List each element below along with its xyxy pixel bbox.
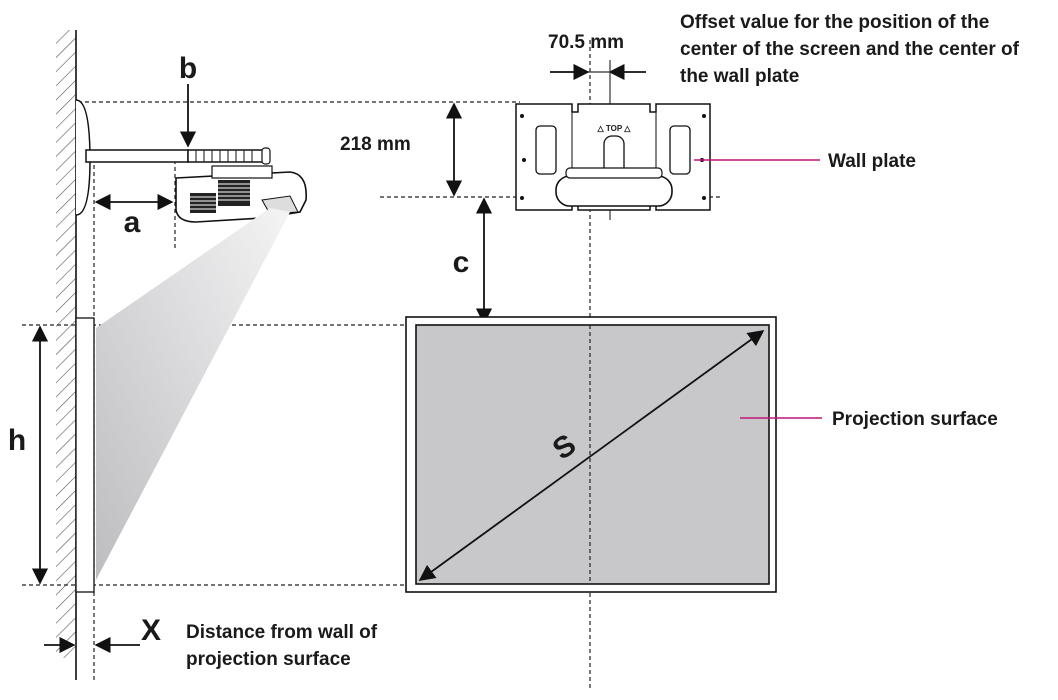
label-a: a xyxy=(124,206,141,239)
wall xyxy=(56,30,77,680)
distance-note-line1: Distance from wall of xyxy=(186,622,378,643)
offset-note-line1: Offset value for the position of the xyxy=(680,12,989,33)
dimension-arrows xyxy=(31,60,646,654)
offset-note-line2: center of the screen and the center of xyxy=(680,39,1020,60)
label-218mm: 218 mm xyxy=(340,134,411,155)
plate-top-mark: △ TOP △ xyxy=(597,124,632,133)
label-70-5mm: 70.5 mm xyxy=(548,32,624,53)
distance-note-line2: projection surface xyxy=(186,649,351,670)
label-b: b xyxy=(179,52,197,85)
label-c: c xyxy=(453,246,470,279)
projector-arm xyxy=(85,147,271,165)
label-h: h xyxy=(8,424,26,457)
label-projection-surface: Projection surface xyxy=(832,409,998,430)
front-projection-surface xyxy=(405,316,777,593)
label-x: X xyxy=(141,614,161,647)
projection-beam xyxy=(96,208,290,580)
side-screen xyxy=(75,317,95,593)
callout-lines xyxy=(694,159,822,419)
offset-note-line3: the wall plate xyxy=(680,66,799,87)
label-wall-plate: Wall plate xyxy=(828,151,916,172)
front-wall-plate: △ TOP △ xyxy=(515,103,711,211)
